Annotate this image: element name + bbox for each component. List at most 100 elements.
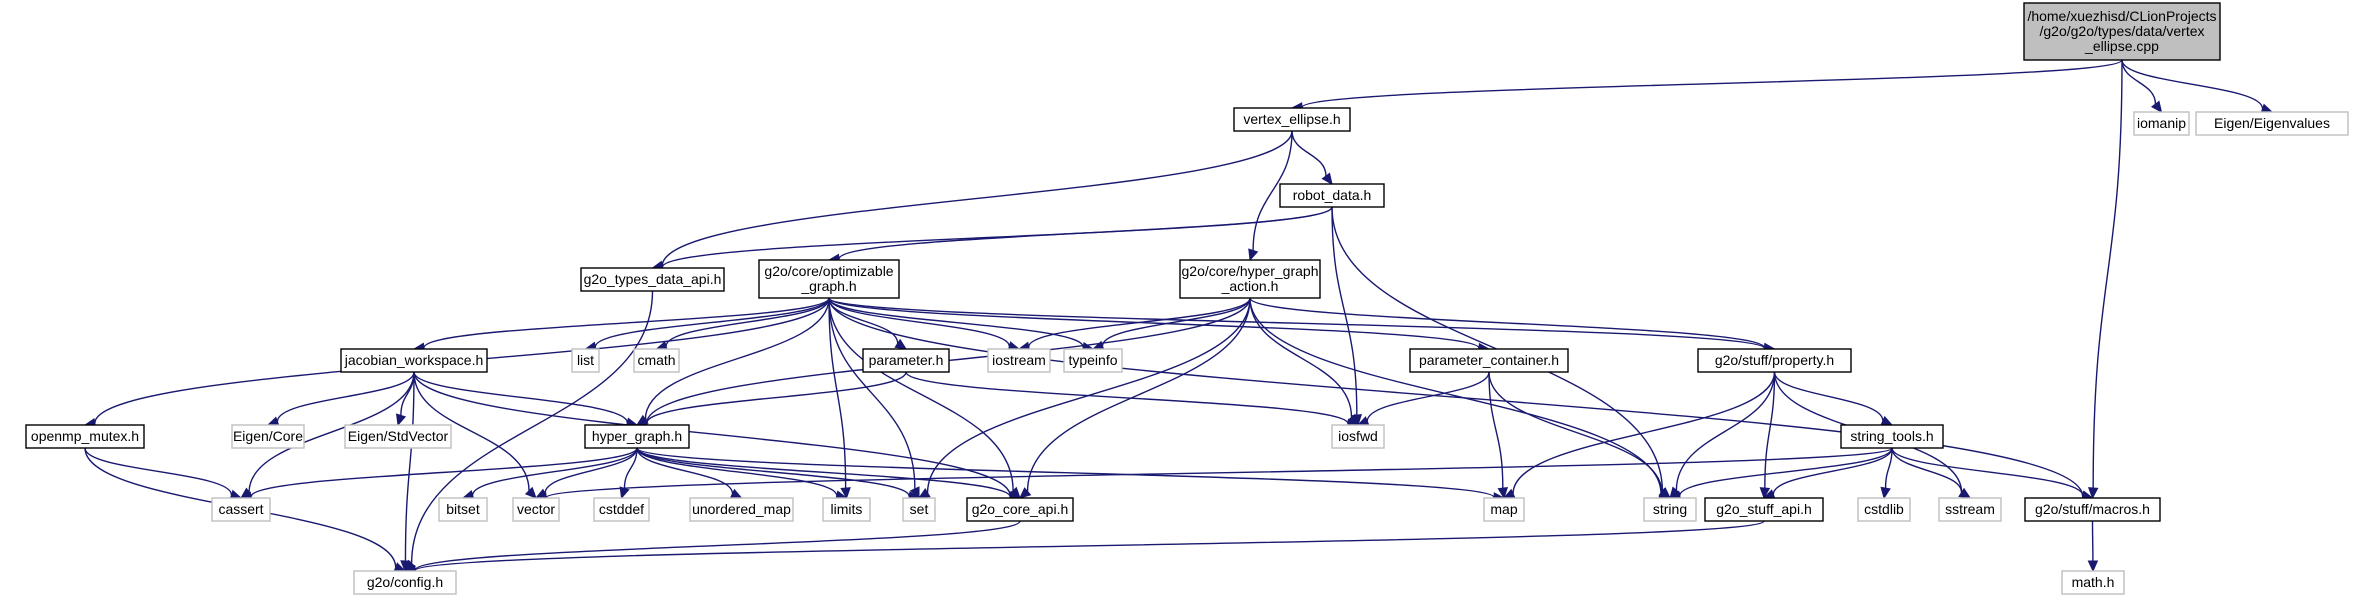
node-core-api[interactable]: g2o_core_api.h [966, 497, 1074, 522]
edge-line [1249, 297, 1766, 349]
node-label: string [1653, 501, 1687, 517]
node-iomanip: iomanip [2133, 111, 2190, 136]
node-label: _graph.h [800, 278, 856, 294]
node-cstddef: cstddef [593, 497, 650, 522]
edge-line [276, 371, 415, 422]
node-map: map [1483, 497, 1525, 522]
node-optimizable-graph[interactable]: g2o/core/optimizable_graph.h [758, 259, 900, 299]
node-label: g2o_stuff_api.h [1716, 501, 1812, 517]
node-sstream: sstream [1938, 497, 2002, 522]
edge-line [1301, 59, 2123, 109]
node-box [1233, 107, 1351, 132]
arrowhead [2087, 487, 2099, 500]
edge-optimizable_graph-to-cmath [655, 297, 830, 352]
node-label: cstddef [599, 501, 644, 517]
node-box [438, 497, 488, 522]
edge-string_tools-to-vector [534, 447, 1893, 503]
node-math: math.h [2061, 570, 2125, 595]
edge-line [828, 297, 2084, 497]
edge-line [423, 297, 830, 349]
node-box [1840, 424, 1944, 449]
edge-hyper_graph_action-to-iostream [1017, 297, 1251, 352]
arrowhead [1019, 487, 1032, 499]
edge-line [828, 297, 1011, 347]
edge-line [1028, 297, 1251, 348]
edge-property-to-stuff_api [1759, 371, 1776, 500]
node-typeinfo: typeinfo [1063, 348, 1123, 373]
edge-property-to-string_tools [1773, 371, 1894, 426]
node-label: bitset [446, 501, 480, 517]
edge-jacobian_workspace-to-eigen_core [266, 371, 415, 427]
node-label: limits [831, 501, 863, 517]
edge-line [1891, 447, 1963, 493]
arrowhead [894, 338, 908, 350]
arrowhead [840, 487, 851, 500]
edge-line [636, 447, 1011, 498]
node-cmath: cmath [633, 348, 680, 373]
arrowhead [1658, 487, 1671, 499]
node-box [584, 424, 690, 449]
node-box [987, 348, 1051, 373]
edge-string_tools-to-sstream [1891, 447, 1972, 499]
node-property[interactable]: g2o/stuff/property.h [1697, 348, 1852, 373]
node-unordered-map: unordered_map [689, 497, 794, 522]
node-cassert: cassert [211, 497, 271, 522]
edge-line [1026, 297, 1251, 492]
edge-line [545, 447, 1893, 499]
node-box [1643, 497, 1697, 522]
node-box [822, 497, 871, 522]
node-label: g2o/stuff/macros.h [2035, 501, 2150, 517]
edge-hyper_graph_action-to-property [1249, 297, 1776, 354]
edge-robot_data-to-iosfwd [1331, 206, 1362, 427]
node-parameter[interactable]: parameter.h [862, 348, 950, 373]
node-iostream: iostream [987, 348, 1051, 373]
arrowhead [1880, 486, 1891, 500]
node-macros[interactable]: g2o/stuff/macros.h [2024, 497, 2161, 522]
node-vertex-ellipse[interactable]: vertex_ellipse.h [1233, 107, 1351, 132]
arrowhead [400, 560, 411, 573]
edge-line [1773, 371, 1884, 422]
edge-line [413, 371, 628, 423]
node-string-tools[interactable]: string_tools.h [1840, 424, 1944, 449]
node-label: cstdlib [1864, 501, 1904, 517]
node-label: g2o_core_api.h [972, 501, 1069, 517]
edge-hyper_graph_action-to-set [917, 297, 1251, 499]
edge-line [636, 447, 734, 494]
node-box [1063, 348, 1123, 373]
edge-line [2121, 59, 2157, 105]
node-types-data-api[interactable]: g2o_types_data_api.h [580, 267, 725, 292]
node-box [758, 259, 900, 299]
node-label: iosfwd [1338, 428, 1378, 444]
arrowhead [2150, 100, 2163, 113]
edge-line [414, 520, 1021, 571]
edge-line [828, 297, 1766, 350]
node-parameter-container[interactable]: parameter_container.h [1409, 348, 1569, 373]
edge-line [1884, 447, 1893, 489]
edge-line [1252, 130, 1293, 251]
edge-line [414, 520, 1765, 572]
edge-root-to-macros [2087, 59, 2123, 500]
node-stuff-api[interactable]: g2o_stuff_api.h [1704, 497, 1824, 522]
arrowhead [2087, 560, 2099, 573]
edge-property-to-map [1502, 371, 1776, 499]
node-openmp-mutex[interactable]: openmp_mutex.h [25, 424, 145, 449]
node-box [1279, 183, 1385, 208]
node-label: cmath [637, 352, 675, 368]
node-string: string [1643, 497, 1697, 522]
edge-line [250, 447, 638, 498]
node-hyper-graph[interactable]: hyper_graph.h [584, 424, 690, 449]
node-robot-data[interactable]: robot_data.h [1279, 183, 1385, 208]
node-jacobian-workspace[interactable]: jacobian_workspace.h [340, 348, 488, 373]
node-box [1179, 259, 1321, 299]
node-box [2061, 570, 2125, 595]
node-box [1409, 348, 1569, 373]
node-box [1331, 424, 1385, 449]
edge-line [665, 297, 830, 347]
edge-line [828, 297, 1084, 348]
node-root[interactable]: /home/xuezhisd/CLionProjects/g2o/g2o/typ… [2023, 2, 2221, 61]
node-hyper-graph-action[interactable]: g2o/core/hyper_graph_action.h [1179, 259, 1321, 299]
node-limits: limits [822, 497, 871, 522]
node-box [231, 424, 305, 449]
node-box [966, 497, 1074, 522]
